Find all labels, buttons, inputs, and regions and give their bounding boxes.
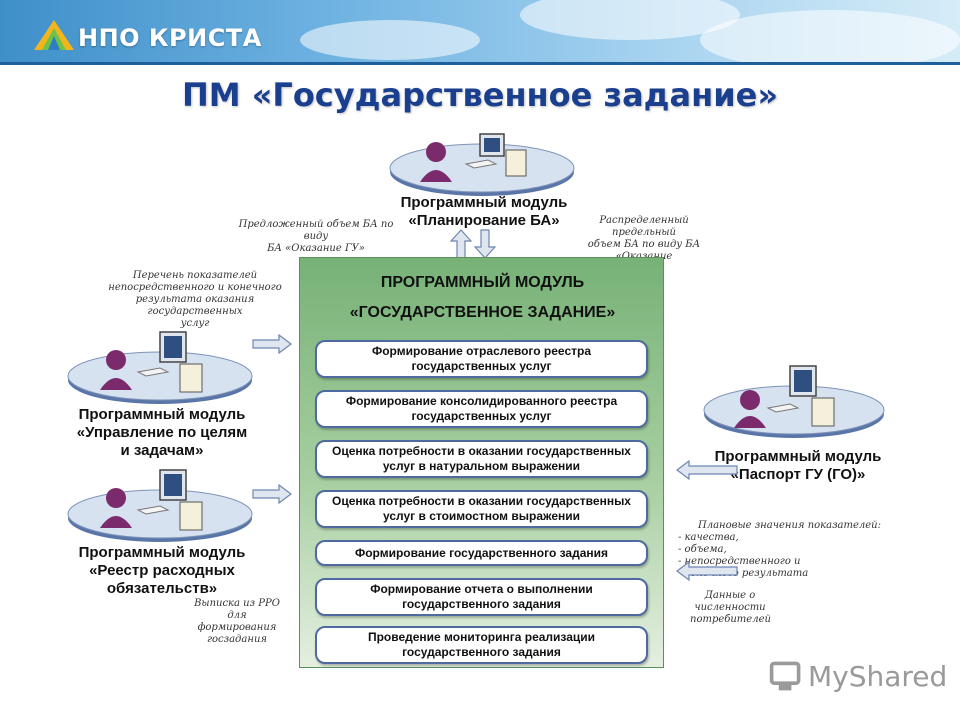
module-passport: Программный модуль «Паспорт ГУ (ГО)»	[698, 362, 898, 483]
krista-logo-icon	[34, 20, 74, 50]
arrow-left-icon	[676, 561, 738, 581]
workstation-icon	[389, 133, 575, 196]
arrow-up-icon	[450, 229, 472, 259]
module-label-line: «Планирование БА»	[408, 212, 560, 229]
module-label-line: «Реестр расходных	[89, 562, 235, 579]
arrow-right-icon	[252, 484, 292, 504]
central-title-line1: ПРОГРАММНЫЙ МОДУЛЬ	[380, 274, 585, 291]
module-registry: Программный модуль «Реестр расходных обя…	[62, 466, 262, 597]
module-management: Программный модуль «Управление по целям …	[62, 328, 262, 459]
workstation-icon	[703, 365, 885, 438]
brand-name: НПО КРИСТА	[78, 24, 262, 52]
header-divider	[0, 62, 960, 65]
arrow-right-icon	[252, 334, 292, 354]
module-label-line: обязательств»	[106, 580, 218, 597]
task-item: Формирование консолидированного реестра …	[315, 390, 648, 428]
task-item: Формирование отраслевого реестра государ…	[315, 340, 648, 378]
workstation-icon	[67, 331, 253, 404]
task-item: Оценка потребности в оказании государств…	[315, 490, 648, 528]
module-planning: Программный модуль «Планирование БА»	[384, 130, 584, 240]
myshared-logo-icon	[769, 661, 801, 691]
task-item: Формирование отчета о выполнении государ…	[315, 578, 648, 616]
task-item: Оценка потребности в оказании государств…	[315, 440, 648, 478]
central-title-line2: «ГОСУДАРСТВЕННОЕ ЗАДАНИЕ»	[349, 304, 616, 321]
module-label-line: Программный модуль	[714, 448, 882, 465]
module-label-line: Программный модуль	[78, 544, 246, 561]
page-title: ПМ «Государственное задание»	[181, 76, 779, 114]
arrow-down-icon	[474, 229, 496, 259]
module-label-line: Программный модуль	[78, 406, 246, 423]
module-label-line: «Паспорт ГУ (ГО)»	[730, 466, 866, 483]
arrow-left-icon	[676, 460, 738, 480]
task-item: Формирование государственного задания	[315, 540, 648, 566]
header-banner: НПО КРИСТА	[0, 0, 960, 62]
watermark-text: MyShared	[808, 660, 948, 693]
task-item: Проведение мониторинга реализации госуда…	[315, 626, 648, 664]
central-module: ПРОГРАММНЫЙ МОДУЛЬ «ГОСУДАРСТВЕННОЕ ЗАДА…	[299, 257, 664, 668]
module-label-line: «Управление по целям	[76, 424, 248, 441]
module-label-line: Программный модуль	[400, 194, 568, 211]
module-label-line: и задачам»	[120, 442, 204, 459]
workstation-icon	[67, 469, 253, 542]
